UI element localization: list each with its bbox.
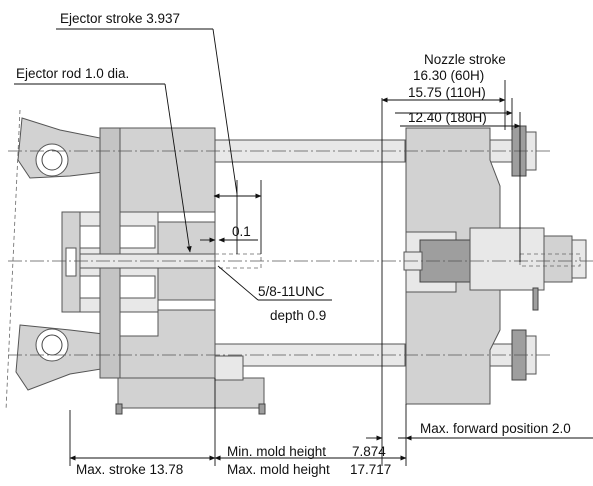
nozzle-110h-label: 15.75 (110H) <box>408 85 486 100</box>
gap-label: 0.1 <box>232 224 251 239</box>
min-mold-height-label: Min. mold height <box>227 444 326 459</box>
injection-barrel-end <box>571 239 587 279</box>
moving-platen-face <box>99 127 121 379</box>
lower-pivot-pin <box>35 328 69 362</box>
nozzle-60h-label: 16.30 (60H) <box>413 68 484 83</box>
max-mold-height-label: Max. mold height <box>227 462 330 477</box>
injection-barrel <box>469 227 545 291</box>
min-mold-height-value: 7.874 <box>352 444 386 459</box>
nozzle-180h-label: 12.40 (180H) <box>408 110 487 125</box>
upper-pivot-pin <box>35 143 69 177</box>
ejector-rod-leader-diag <box>164 83 192 253</box>
ejector-slot-lower <box>157 299 216 311</box>
thread-leader <box>217 265 259 301</box>
nozzle-stroke-title: Nozzle stroke <box>424 52 506 67</box>
base-bolt-right <box>258 403 266 415</box>
left-break-line <box>5 109 21 411</box>
upper-tie-bar <box>214 139 406 163</box>
max-forward-label: Max. forward position 2.0 <box>420 421 571 436</box>
thread-label: 5/8-11UNC <box>258 284 325 299</box>
nozzle-support-pin <box>532 287 539 311</box>
injection-barrel-collar <box>543 235 573 283</box>
ejector-stroke-label: Ejector stroke 3.937 <box>60 11 180 26</box>
ejector-plate-notch <box>65 247 77 277</box>
injection-hidden-rod <box>519 253 581 267</box>
ejector-rod-label: Ejector rod 1.0 dia. <box>16 66 129 81</box>
moving-platen-bracket <box>214 355 244 381</box>
max-stroke-label: Max. stroke 13.78 <box>76 462 183 477</box>
thread-depth-label: depth 0.9 <box>270 308 326 323</box>
moving-platen-base <box>117 377 265 409</box>
ejector-stroke-leader-diag <box>212 28 238 195</box>
upper-pivot-pin-inner <box>41 149 63 171</box>
max-mold-height-value: 17.717 <box>350 462 391 477</box>
base-bolt-left <box>115 403 123 415</box>
ejector-slot-upper <box>157 211 216 223</box>
